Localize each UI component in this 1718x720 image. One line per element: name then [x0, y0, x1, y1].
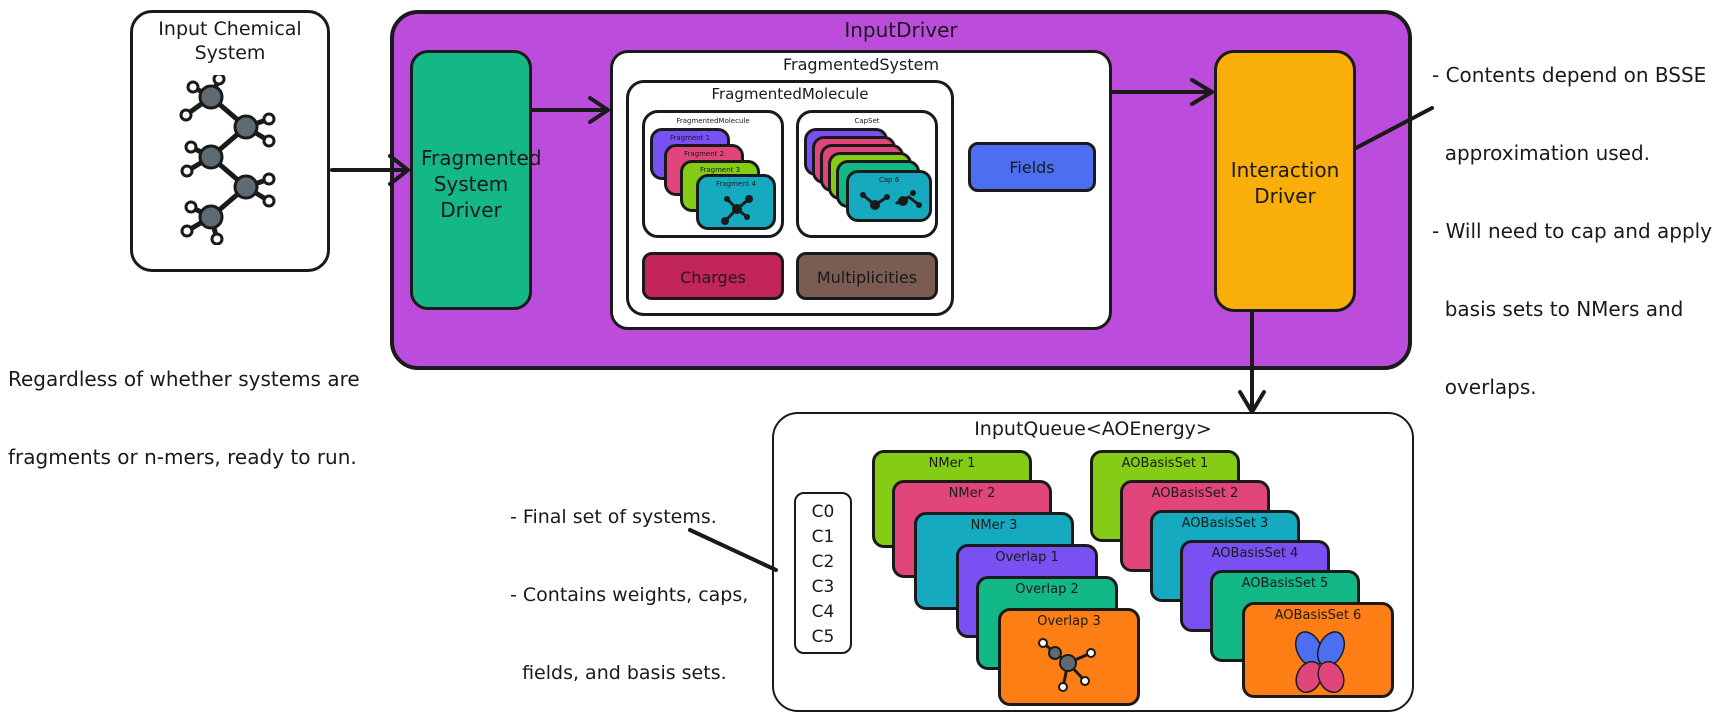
bsse-note: - Contents depend on BSSE approximation … — [1432, 10, 1712, 426]
input-queue-title: InputQueue<AOEnergy> — [974, 418, 1212, 440]
fragment-card-4: Fragment 4 — [696, 174, 776, 230]
final-note-line-2: - Contains weights, caps, — [510, 584, 749, 606]
fields-label: Fields — [1009, 158, 1055, 177]
coefficient-5: C5 — [811, 627, 835, 647]
bsse-note-line-3: - Will need to cap and apply — [1432, 219, 1713, 243]
final-note: - Final set of systems. - Contains weigh… — [510, 452, 748, 712]
molecule-icon — [179, 75, 276, 245]
fields-box: Fields — [968, 142, 1096, 192]
final-note-line-3: fields, and basis sets. — [510, 662, 727, 684]
final-note-connector — [688, 528, 778, 572]
coefficients-list: C0 C1 C2 C3 C4 C5 — [794, 492, 852, 654]
coefficient-4: C4 — [811, 602, 835, 622]
ready-note-line-2: fragments or n-mers, ready to run. — [8, 445, 357, 469]
fragment-molecule-icon — [721, 195, 753, 225]
bsse-note-line-1: - Contents depend on BSSE — [1432, 63, 1707, 87]
bsse-note-line-5: overlaps. — [1432, 375, 1537, 399]
bsse-note-line-2: approximation used. — [1432, 141, 1651, 165]
cap-molecule-icon — [860, 190, 922, 210]
capset-group-title: CapSet — [854, 117, 880, 125]
arrow-interaction-to-queue — [1238, 310, 1266, 414]
fragments-group-title: FragmentedMolecule — [676, 117, 750, 125]
basis-set-card-6: AOBasisSet 6 — [1242, 602, 1394, 698]
arrow-input-to-fragmented-driver — [330, 154, 410, 186]
system-card-6: Overlap 3 — [998, 608, 1140, 706]
input-chemical-system-box: Input Chemical System — [130, 10, 330, 272]
bsse-note-connector — [1354, 106, 1434, 150]
charges-box: Charges — [642, 252, 784, 300]
fragmented-molecule-title: FragmentedMolecule — [711, 85, 869, 103]
arrow-fragmented-system-to-interaction — [1110, 78, 1214, 106]
coefficient-3: C3 — [811, 577, 835, 597]
input-driver-title: InputDriver — [844, 18, 958, 42]
input-chemical-system-title: Input Chemical System — [158, 18, 302, 64]
arrow-driver-to-fragmented-system — [530, 96, 610, 124]
fragmented-system-driver-label: Fragmented System Driver — [421, 146, 542, 222]
overlap-molecule-icon — [1038, 638, 1096, 692]
ready-note: Regardless of whether systems are fragme… — [8, 314, 360, 496]
bsse-note-line-4: basis sets to NMers and — [1432, 297, 1684, 321]
coefficient-0: C0 — [811, 502, 835, 522]
multiplicities-label: Multiplicities — [816, 268, 918, 287]
interaction-driver-label: Interaction Driver — [1230, 158, 1340, 208]
interaction-driver-box: Interaction Driver — [1214, 50, 1356, 312]
coefficient-2: C2 — [811, 552, 835, 572]
multiplicities-box: Multiplicities — [796, 252, 938, 300]
final-note-line-1: - Final set of systems. — [510, 506, 717, 528]
ready-note-line-1: Regardless of whether systems are — [8, 367, 360, 391]
charges-label: Charges — [680, 268, 746, 287]
orbital-icon — [1294, 631, 1346, 694]
fragmented-system-title: FragmentedSystem — [782, 55, 940, 74]
coefficient-1: C1 — [811, 527, 835, 547]
cap-card-6: Cap 6 — [846, 170, 932, 222]
fragmented-system-driver-box: Fragmented System Driver — [410, 50, 542, 310]
